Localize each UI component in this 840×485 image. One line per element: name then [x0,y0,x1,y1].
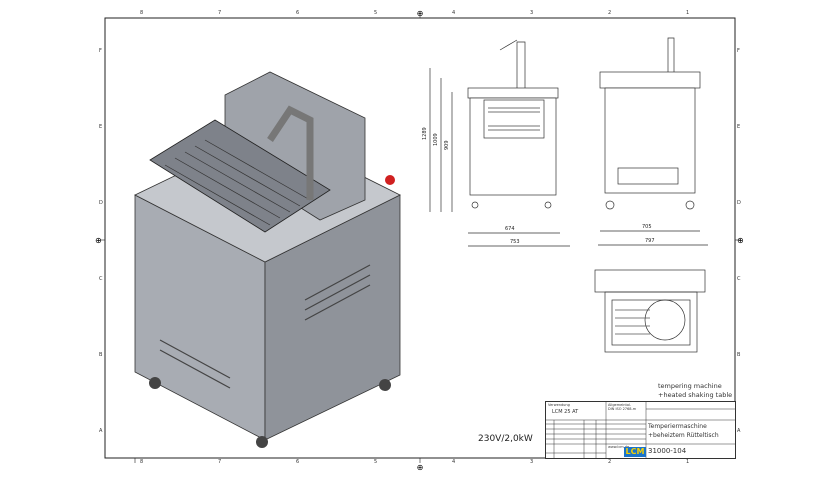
svg-text:⊕: ⊕ [95,236,102,245]
frame-row-label: E [99,124,103,130]
frame-row-label: B [737,352,741,358]
frame-column-label: 1 [686,10,690,16]
frame-row-label: F [737,48,740,54]
dim-body-height: 909 [444,140,450,150]
top-view [594,269,706,353]
usage-value: LCM 25 AT [552,409,579,415]
dim-side-inner: 705 [642,224,652,230]
website: www.lcm.de [608,445,630,449]
frame-column-label: 4 [452,10,456,16]
frame-column-label: 7 [218,10,222,16]
german-title-1: Temperiermaschine [648,423,707,430]
frame-column-label: 3 [530,10,534,16]
frame-column-label: 6 [296,10,300,16]
frame-row-label: A [99,428,103,434]
frame-column-label: 2 [608,459,612,465]
dim-table-height: 1009 [433,133,439,146]
frame-column-label: 7 [218,459,222,465]
dim-front-outer: 753 [510,239,520,245]
frame-column-label: 5 [374,10,378,16]
tolerance-label: Allgemeintol. [608,403,632,407]
frame-column-label: 5 [374,459,378,465]
german-title-2: +beheiztem Rütteltisch [648,432,719,439]
frame-row-label: D [99,200,103,206]
frame-row-label: D [737,200,741,206]
svg-text:⊕: ⊕ [737,236,744,245]
drawing-number: 31000-104 [648,447,687,455]
frame-row-label: C [737,276,741,282]
english-title-2: +heated shaking table [658,391,733,399]
isometric-machine-view [134,71,401,448]
svg-text:⊕: ⊕ [417,463,424,472]
front-view [429,39,570,247]
dim-side-outer: 797 [645,238,655,244]
frame-row-label: B [99,352,103,358]
frame-column-label: 6 [296,459,300,465]
frame-row-label: E [737,124,741,130]
usage-label: Verwendung [548,403,570,407]
frame-column-label: 8 [140,459,144,465]
frame-row-label: C [99,276,103,282]
frame-column-label: 8 [140,10,144,16]
lcm-logo: LCM [624,447,646,457]
frame-row-label: A [737,428,741,434]
frame-row-label: F [99,48,102,54]
dim-overall-height: 1289 [422,127,428,140]
title-block: Verwendung LCM 25 AT Allgemeintol. DIN I… [545,401,736,459]
side-view [598,37,708,246]
svg-text:⊕: ⊕ [417,9,424,18]
frame-column-label: 1 [686,459,690,465]
power-rating: 230V/2,0kW [478,434,533,444]
frame-column-label: 2 [608,10,612,16]
dim-front-inner: 674 [505,226,515,232]
frame-column-label: 4 [452,459,456,465]
english-title-1: tempering machine [658,382,722,390]
frame-column-label: 3 [530,459,534,465]
tolerance-value: DIN ISO 2768-m [608,407,637,411]
